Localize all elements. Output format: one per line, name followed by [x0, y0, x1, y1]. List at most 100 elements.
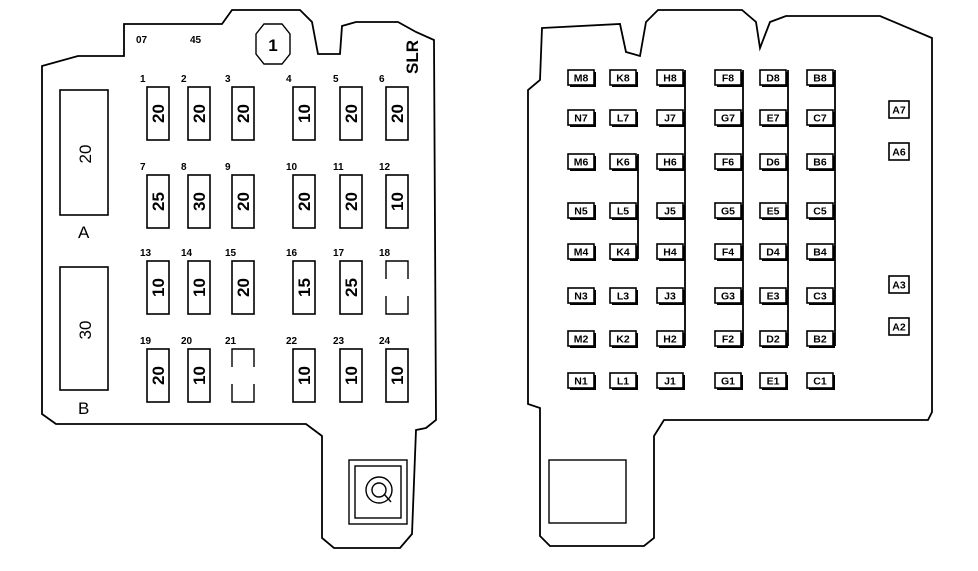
left-fuse-panel: 07 45 1 SLR 20 A 30 B 201202203104205206… — [41, 9, 437, 549]
terminal-l1: L1 — [609, 372, 638, 390]
mini-fuse-21: 21 — [225, 336, 255, 403]
terminal-box — [806, 202, 834, 219]
terminal-box — [567, 243, 595, 260]
terminal-label: G5 — [721, 206, 735, 218]
mini-fuse-value: 10 — [295, 104, 314, 123]
terminal-box — [759, 69, 787, 86]
terminal-box — [567, 330, 595, 347]
terminal-m4: M4 — [567, 243, 596, 261]
terminal-box — [567, 109, 595, 126]
maxi-fuse-a-value: 20 — [76, 145, 95, 164]
terminal-label: J5 — [664, 206, 676, 218]
mini-fuse-6: 20 6 — [379, 74, 409, 141]
terminal-box — [609, 243, 637, 260]
mini-fuse-body — [385, 86, 409, 141]
terminal-box — [888, 275, 910, 294]
terminal-label: H8 — [663, 73, 677, 85]
mini-fuse-number: 4 — [286, 74, 292, 85]
mini-fuse-number: 22 — [286, 336, 298, 347]
terminal-f8: F8 — [714, 69, 743, 87]
terminal-m2: M2 — [567, 330, 596, 348]
mini-fuse-body — [146, 174, 170, 229]
terminal-b2: B2 — [806, 330, 835, 348]
terminal-box — [656, 69, 684, 86]
terminal-box — [806, 287, 834, 304]
maxi-fuse-a-letter: A — [78, 223, 90, 242]
terminal-l7: L7 — [609, 109, 638, 127]
slr-label: SLR — [403, 40, 422, 74]
terminal-label: D8 — [766, 73, 780, 85]
mini-fuse-body — [187, 86, 211, 141]
mini-fuse-number: 7 — [140, 162, 146, 173]
terminal-box — [656, 202, 684, 219]
mini-fuse-body — [146, 348, 170, 403]
terminal-n5: N5 — [567, 202, 596, 220]
maxi-fuse-b — [59, 266, 109, 391]
mini-fuse-number: 11 — [333, 162, 344, 173]
terminal-label: K6 — [616, 157, 630, 169]
mini-fuse-body — [385, 348, 409, 403]
mini-fuse-value: 20 — [388, 104, 407, 123]
terminal-box — [567, 153, 595, 170]
mini-fuse-4: 10 4 — [286, 74, 316, 141]
mini-fuse-9: 209 — [225, 162, 255, 229]
terminal-label: D2 — [766, 334, 780, 346]
mini-fuse-number: 2 — [181, 74, 187, 85]
terminal-label: C5 — [813, 206, 827, 218]
terminal-label: L7 — [617, 113, 629, 125]
mini-fuse-body — [292, 86, 316, 141]
terminal-label: B6 — [813, 157, 827, 169]
mini-fuse-number: 20 — [181, 336, 193, 347]
mini-fuse-value: 20 — [342, 192, 361, 211]
terminal-box — [656, 243, 684, 260]
terminal-label: C7 — [813, 113, 827, 125]
mini-fuse-value: 10 — [295, 366, 314, 385]
mini-fuse-body — [187, 174, 211, 229]
terminal-d2: D2 — [759, 330, 788, 348]
terminal-g1: G1 — [714, 372, 743, 390]
terminal-box — [609, 372, 637, 389]
terminal-box — [714, 372, 742, 389]
mini-fuse-number: 14 — [181, 248, 193, 259]
terminal-box — [759, 372, 787, 389]
mini-fuse-number: 23 — [333, 336, 345, 347]
mini-fuse-5: 205 — [333, 74, 363, 141]
terminal-box — [888, 317, 910, 336]
terminal-label: F8 — [722, 73, 734, 85]
mini-fuse-body — [339, 348, 363, 403]
mini-fuse-number: 6 — [379, 74, 385, 85]
relay-socket-ring-icon — [365, 476, 393, 504]
terminal-label: F2 — [722, 334, 734, 346]
terminal-label: F6 — [722, 157, 734, 169]
terminal-box — [759, 287, 787, 304]
terminal-box — [609, 287, 637, 304]
terminal-box — [759, 153, 787, 170]
mini-fuse-body — [187, 348, 211, 403]
terminal-box — [656, 153, 684, 170]
terminal-box — [714, 202, 742, 219]
terminal-box — [656, 372, 684, 389]
terminal-label: N7 — [574, 113, 588, 125]
terminal-label: M8 — [574, 73, 589, 85]
terminal-k8: K8 — [609, 69, 638, 87]
circle-callout-label: 1 — [268, 36, 277, 55]
terminal-k6: K6 — [609, 153, 638, 171]
terminal-box — [714, 109, 742, 126]
mini-fuse-body — [292, 174, 316, 229]
mini-fuse-value: 15 — [295, 278, 314, 297]
terminal-j7: J7 — [656, 109, 685, 127]
terminal-box — [759, 109, 787, 126]
terminal-g3: G3 — [714, 287, 743, 305]
terminal-box — [714, 330, 742, 347]
maxi-fuse-b-letter: B — [78, 399, 89, 418]
terminal-label: A3 — [892, 280, 906, 292]
terminal-j5: J5 — [656, 202, 685, 220]
terminal-label: J3 — [664, 291, 676, 303]
terminal-m8: M8 — [567, 69, 596, 87]
